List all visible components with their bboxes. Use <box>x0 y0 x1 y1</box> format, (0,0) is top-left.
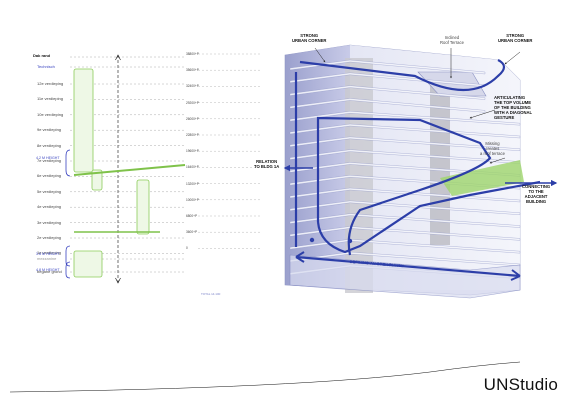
level-label: 7e verdieping <box>37 158 62 163</box>
floor-slab <box>289 59 486 75</box>
floor-slab <box>289 85 486 100</box>
floor-slab <box>289 175 521 190</box>
level-label: 8e verdieping <box>37 142 62 148</box>
note-articulating: ARTICULATING THE TOP VOLUME OF THE BUILD… <box>494 95 533 120</box>
leader-articulating <box>469 109 496 119</box>
level-label: begane grond <box>37 269 62 274</box>
level-label: 4e verdieping <box>37 204 62 210</box>
bracket-4.8m <box>65 261 71 279</box>
connection-node-1 <box>309 237 315 243</box>
area-total: TOTAL 14.100 <box>201 292 221 296</box>
elevation-label: 22800+P <box>186 133 199 137</box>
bracket-3.6m <box>65 245 71 267</box>
building-axonometric <box>283 44 558 299</box>
bracket-4.2m <box>65 149 71 177</box>
floor-slab <box>289 98 486 113</box>
level-label: 10e verdieping <box>37 111 64 117</box>
plinth-arrow-line <box>295 255 521 278</box>
level-label: 3e verdieping <box>37 219 62 225</box>
diagonal-gesture-band <box>299 59 506 92</box>
floor-slab <box>289 200 521 215</box>
programme-block-right <box>136 179 150 235</box>
leader-missing <box>489 157 506 164</box>
floor-slab <box>289 213 521 228</box>
elevation-label: 19600+P <box>186 149 199 154</box>
elevation-label: 6800+P <box>186 214 198 218</box>
floor-slab <box>289 123 521 139</box>
elevation-label: 0 <box>186 246 188 251</box>
elevation-label: 32400+P <box>186 84 199 89</box>
internal-loop-band <box>316 116 492 256</box>
floor-slab <box>289 136 521 151</box>
floor-slab <box>289 187 521 203</box>
footer-curve <box>9 361 521 393</box>
height-note-4.2: 4.2 M HEIGHT <box>36 156 60 160</box>
programme-block-plinth <box>73 250 103 278</box>
elevation-label: 10000+P <box>186 197 199 202</box>
level-label: 11e verdieping <box>37 96 63 102</box>
floor-slab <box>289 226 521 241</box>
note-missing-roof: Missing creates a roof terrace <box>480 141 505 156</box>
height-axis-arrow-top <box>115 54 121 61</box>
elevation-label: 13200+P <box>186 181 199 186</box>
note-relation: RELATION TO BLDG 1A <box>254 159 280 169</box>
leader-corner-left <box>314 47 326 63</box>
level-label: 9e verdieping <box>37 127 62 133</box>
axis-title: Dak rand <box>33 53 51 58</box>
level-label: 5e verdieping <box>37 188 62 194</box>
note-strong-corner-right: STRONG URBAN CORNER <box>498 33 533 43</box>
level-label: mezzanine <box>37 256 57 261</box>
connection-node-2 <box>347 238 353 244</box>
note-inclined-roof: Inclined Roof Terrace <box>440 35 464 45</box>
plinth-volume <box>289 254 521 299</box>
level-label: 1e verdieping <box>37 250 62 256</box>
floor-slab <box>289 72 486 87</box>
level-label: 12e verdieping <box>37 81 64 86</box>
height-note-3.6: 3.6 M HEIGHT <box>36 252 60 256</box>
green-terrace-line <box>73 164 186 176</box>
height-note-4.8: 4.8 M HEIGHT <box>36 268 60 272</box>
programme-block-upper <box>73 68 94 173</box>
elevation-label: 38800+P <box>186 52 199 56</box>
floor-level-lines <box>70 53 262 273</box>
elevation-label: 26000+P <box>186 116 199 121</box>
elevation-label: 3600+P <box>186 230 198 235</box>
floor-slab <box>289 111 521 126</box>
note-connecting: CONNECTING TO THE ADJACENT BUILDING <box>522 184 551 204</box>
elevation-label: 35600+P <box>186 68 199 73</box>
green-roof-terrace <box>440 160 524 196</box>
section-diagram <box>65 53 262 284</box>
note-strong-corner-left: STRONG URBAN CORNER <box>292 33 327 43</box>
level-label: Technisch <box>37 64 55 69</box>
connection-band <box>316 180 541 254</box>
level-label: 6e verdieping <box>37 173 62 179</box>
elevation-label: 16400+P <box>186 165 199 170</box>
leader-corner-right <box>504 51 521 65</box>
elevation-label: 29200+P <box>186 100 199 105</box>
programme-block-connector <box>91 169 103 191</box>
height-axis-arrow-bottom <box>115 277 121 284</box>
brand-logo: UNStudio <box>483 375 558 394</box>
level-label: 2e verdieping <box>37 235 62 240</box>
